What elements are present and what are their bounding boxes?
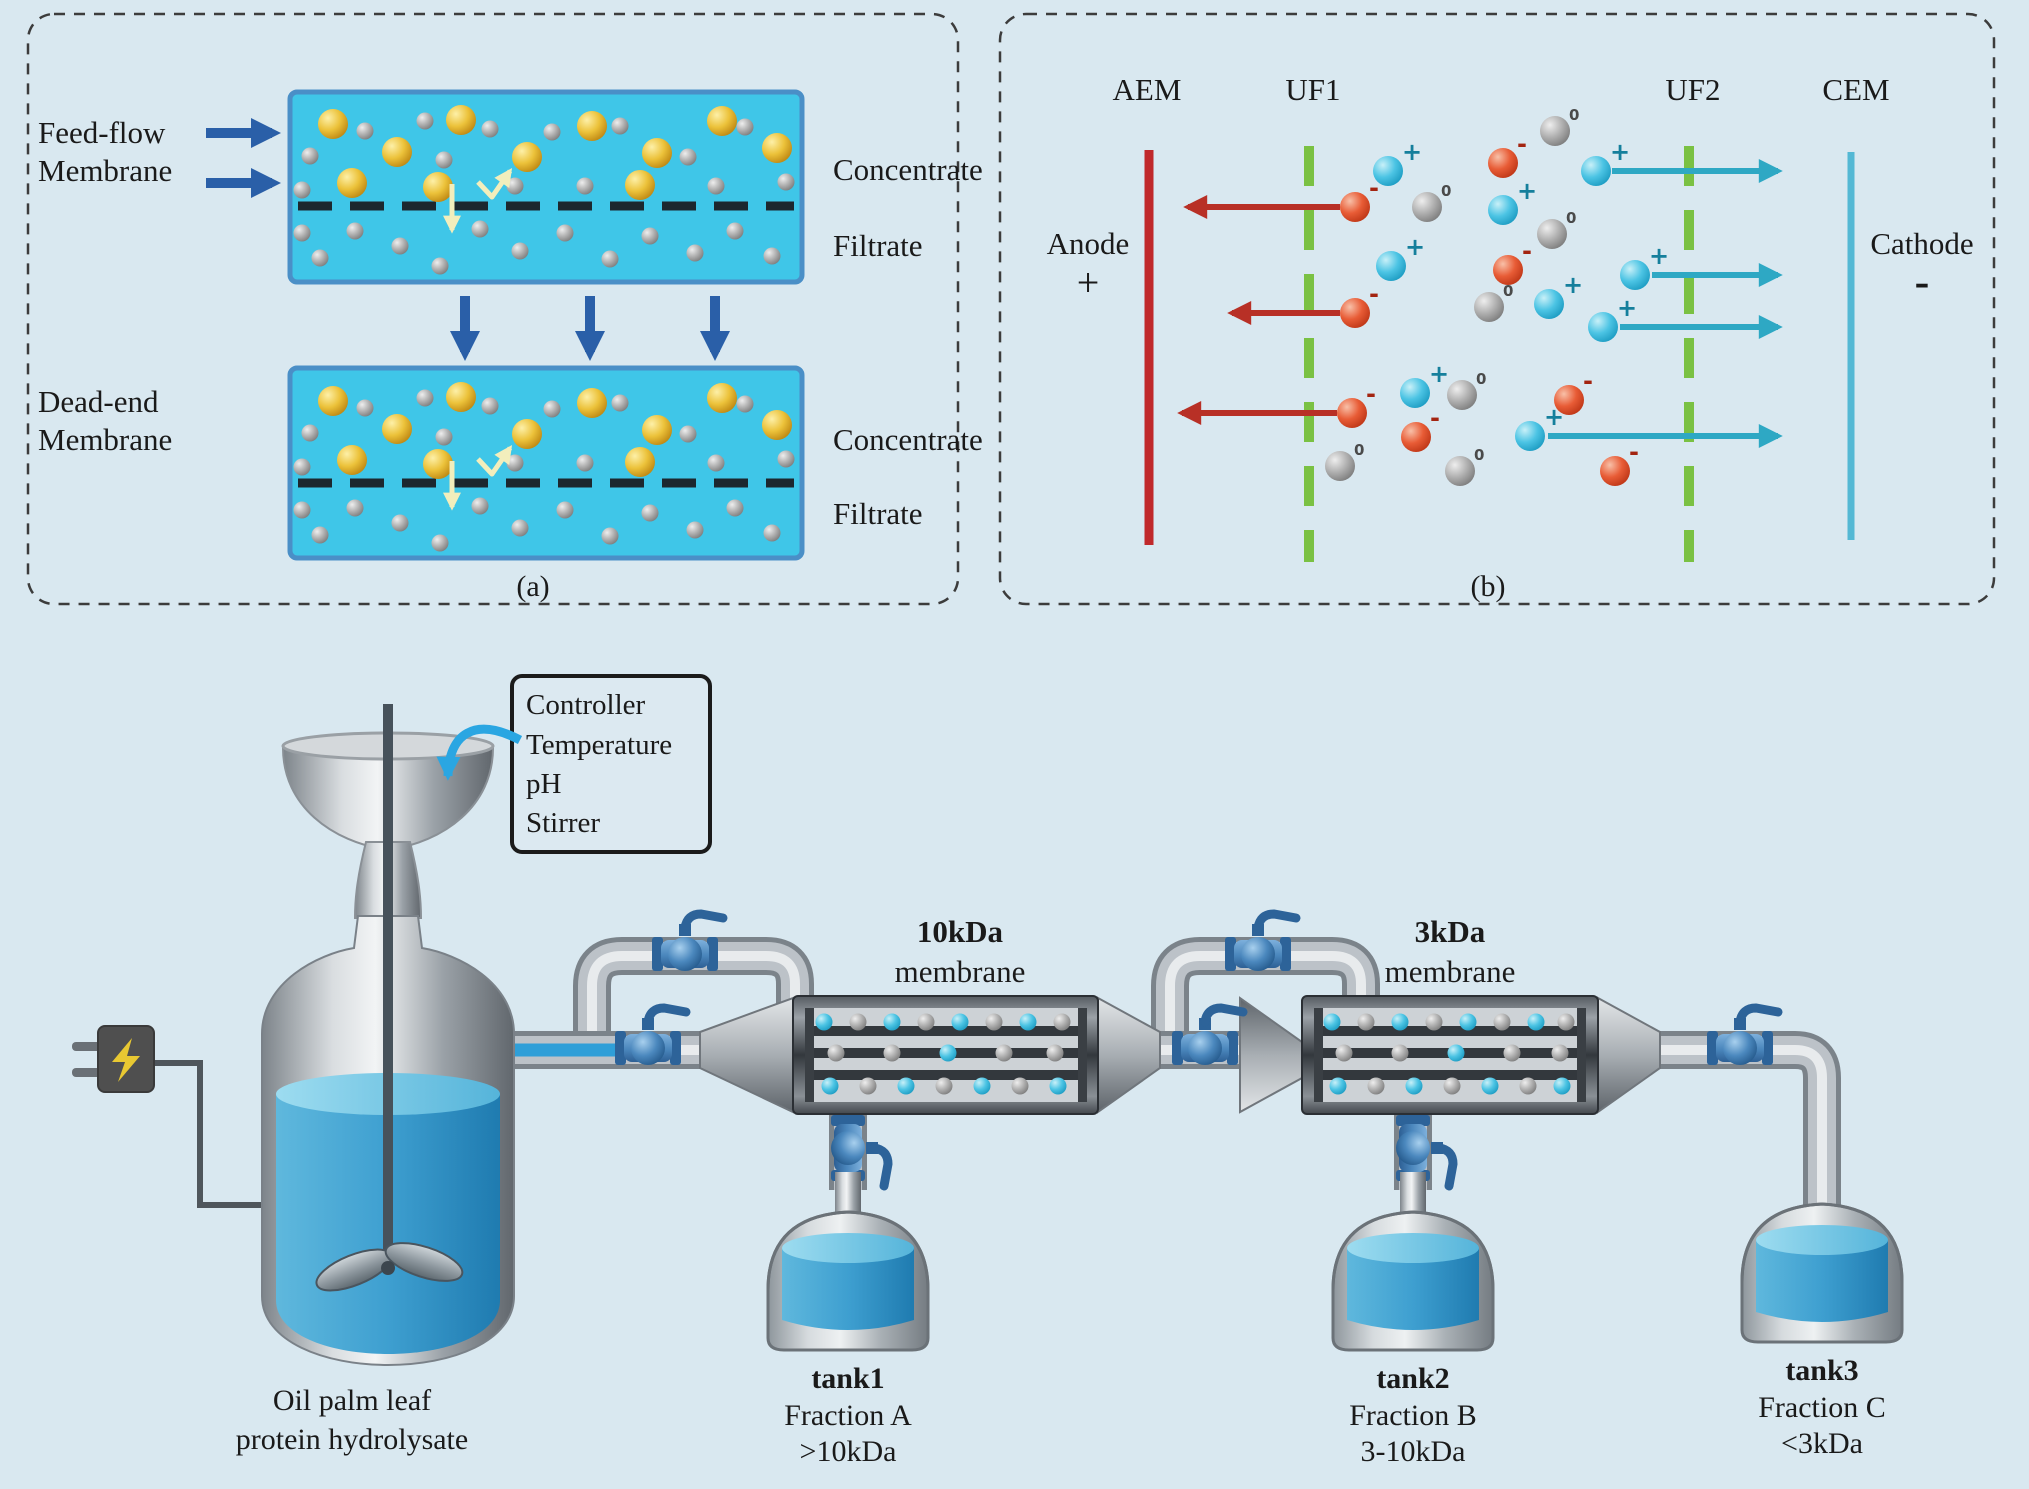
process-flow: Controller Temperature pH Stirrer 10kDa … — [72, 674, 1904, 1468]
uf-module-3kda: 3kDa membrane — [1239, 914, 1661, 1115]
temperature-line: Temperature — [526, 729, 672, 761]
svg-text:0: 0 — [1441, 182, 1451, 200]
dead-end-particles — [293, 382, 795, 552]
tank3-fraction: Fraction C — [1758, 1391, 1886, 1424]
svg-text:-: - — [1369, 280, 1379, 308]
rejection-arrow-icon — [476, 445, 513, 477]
collection-tank-2: tank2 Fraction B 3-10kDa — [1331, 1172, 1495, 1468]
svg-text:+: + — [1517, 177, 1537, 205]
feed-flow-particles — [293, 105, 795, 275]
svg-text:-: - — [1369, 174, 1379, 202]
uf-module-10kda: 10kDa membrane — [699, 914, 1161, 1115]
panel-b-border — [998, 12, 1996, 606]
rejection-arrow-icon — [476, 168, 513, 200]
membrane1-name-label: membrane — [895, 954, 1026, 989]
collection-tank-3: tank3 Fraction C <3kDa — [1740, 1202, 1904, 1460]
panel-b: AEM UF1 UF2 CEM Anode + Cathode - + + + + + +… — [998, 12, 1996, 606]
ion-migration-arrows — [1177, 159, 1783, 448]
svg-text:+: + — [1563, 271, 1583, 299]
bottom-filtrate-label: Filtrate — [833, 496, 923, 531]
ph-line: pH — [526, 768, 562, 800]
collection-tank-1: tank1 Fraction A >10kDa — [766, 1172, 930, 1468]
panel-a: Feed-flow Membrane Concentrate Filtrate … — [26, 12, 983, 606]
anode-label: Anode — [1047, 226, 1130, 261]
membrane1-particles — [815, 1013, 1071, 1095]
svg-text:+: + — [1405, 233, 1425, 261]
tank2-fraction: Fraction B — [1349, 1399, 1477, 1432]
svg-text:+: + — [1610, 138, 1630, 166]
svg-text:-: - — [1522, 237, 1532, 265]
membrane2-name-label: membrane — [1385, 954, 1516, 989]
dead-end-label-line2: Membrane — [38, 422, 172, 457]
svg-text:+: + — [1429, 360, 1449, 388]
stirrer-line: Stirrer — [526, 807, 600, 839]
svg-text:-: - — [1517, 130, 1527, 158]
panel-b-caption: (b) — [1471, 570, 1506, 603]
feed-flow-label-line2: Membrane — [38, 153, 172, 188]
tank1-name: tank1 — [811, 1362, 884, 1395]
svg-text:-: - — [1430, 404, 1440, 432]
tank3-name: tank3 — [1785, 1354, 1858, 1387]
top-filtrate-label: Filtrate — [833, 228, 923, 263]
svg-text:-: - — [1366, 380, 1376, 408]
power-plug-icon — [72, 1025, 268, 1208]
cathode-sign: - — [1915, 257, 1930, 306]
svg-text:0: 0 — [1569, 106, 1579, 124]
top-concentrate-label: Concentrate — [833, 152, 983, 187]
svg-text:0: 0 — [1566, 209, 1576, 227]
svg-text:+: + — [1402, 138, 1422, 166]
stirrer-propeller-icon — [315, 1242, 464, 1292]
stirrer-shaft — [383, 704, 393, 1270]
svg-text:+: + — [1617, 294, 1637, 322]
controller-line: Controller — [526, 689, 646, 721]
dead-end-label-line1: Dead-end — [38, 384, 159, 419]
membrane1-size-label: 10kDa — [917, 914, 1004, 949]
cathode-label: Cathode — [1870, 226, 1973, 261]
feed-flow-label-line1: Feed-flow — [38, 115, 166, 150]
bottom-concentrate-label: Concentrate — [833, 422, 983, 457]
svg-text:0: 0 — [1476, 370, 1486, 388]
tank3-range: <3kDa — [1781, 1427, 1863, 1460]
svg-text:0: 0 — [1354, 441, 1364, 459]
controller-box: Controller Temperature pH Stirrer — [436, 674, 712, 854]
reactor-tank — [261, 704, 515, 1366]
uf1-label: UF1 — [1285, 72, 1340, 107]
svg-text:+: + — [1649, 242, 1669, 270]
tank2-name: tank2 — [1376, 1362, 1449, 1395]
reactor-label-line2: protein hydrolysate — [236, 1423, 468, 1456]
feed-flow-membrane-box — [287, 89, 805, 285]
svg-text:0: 0 — [1474, 446, 1484, 464]
svg-text:-: - — [1629, 438, 1639, 466]
controller-pointer-arrow-icon — [436, 724, 523, 781]
tank1-range: >10kDa — [800, 1435, 897, 1468]
anode-sign: + — [1077, 260, 1100, 305]
cem-label: CEM — [1822, 72, 1889, 107]
membrane2-particles — [1323, 1013, 1575, 1095]
tank1-fraction: Fraction A — [784, 1399, 912, 1432]
uf2-label: UF2 — [1665, 72, 1720, 107]
membrane2-size-label: 3kDa — [1415, 914, 1486, 949]
tank2-range: 3-10kDa — [1361, 1435, 1466, 1468]
panel-a-border — [26, 12, 960, 606]
dead-end-membrane-box — [287, 365, 805, 561]
reactor-label-line1: Oil palm leaf — [273, 1384, 431, 1417]
lightning-icon — [112, 1038, 140, 1082]
svg-text:-: - — [1583, 367, 1593, 395]
aem-label: AEM — [1113, 72, 1182, 107]
svg-text:0: 0 — [1503, 282, 1513, 300]
panel-a-caption: (a) — [516, 570, 549, 603]
